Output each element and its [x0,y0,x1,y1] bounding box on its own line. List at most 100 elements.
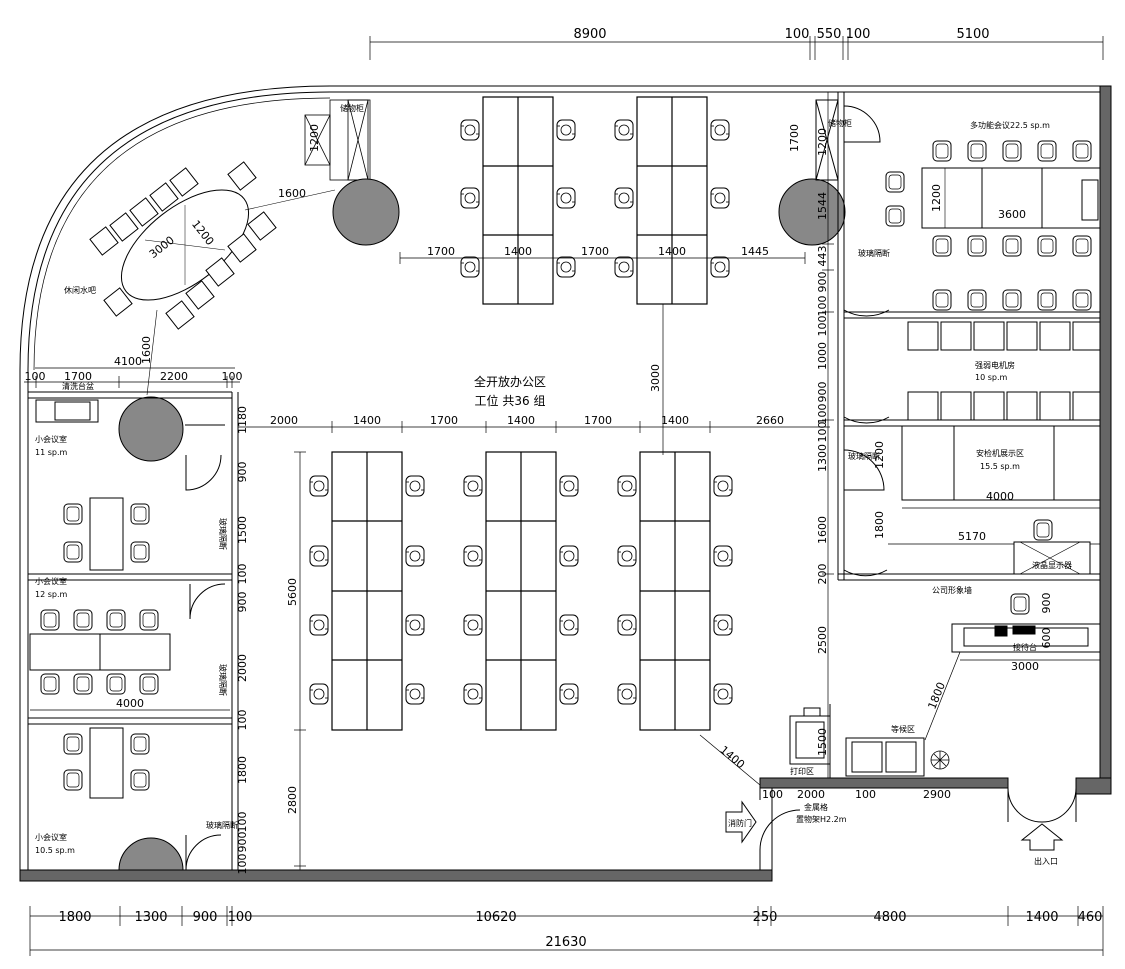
print-label: 打印区 [790,766,814,776]
lounge-dim-2: 1600 [140,336,153,364]
left-dim-top [24,376,240,388]
svg-text:200: 200 [816,564,829,585]
glass-label-1: 玻璃隔断 [218,518,228,550]
left-dim-1: 100 [25,370,46,383]
svg-text:1180: 1180 [236,406,249,434]
right-side-dims [822,92,834,778]
top-dim-2: 100 [785,27,810,42]
upper-dim-4: 1400 [658,245,686,258]
room2-area: 12 sp.m [35,590,68,599]
bottom-dimension-lines [29,906,1104,956]
display-area-size: 15.5 sp.m [980,462,1020,471]
bottom-dim-2: 1300 [134,910,167,925]
svg-text:900: 900 [236,832,249,853]
shelf-dim-3: 100 [855,788,876,801]
svg-text:100: 100 [236,710,249,731]
printer-icon [789,704,831,778]
glass-label-2: 玻璃隔断 [218,664,228,696]
svg-text:1700: 1700 [788,124,801,152]
glass-label-right-2: 玻璃隔断 [848,451,880,461]
upper-dim-1: 1700 [427,245,455,258]
room2-name: 小会议室 [35,576,67,586]
top-dim-3: 550 [817,27,842,42]
svg-text:1200: 1200 [816,128,829,156]
svg-text:2000: 2000 [236,654,249,682]
reception-dim-1: 900 [1040,593,1053,614]
main-workstations [331,451,711,731]
room3-name: 小会议室 [35,832,67,842]
bottom-dim-5: 10620 [475,910,516,925]
lower-vertical-dim: 2800 [286,786,299,814]
bottom-dim-8: 1400 [1025,910,1058,925]
sink-label: 清洗台盆 [62,381,94,391]
reception-dim-2: 600 [1040,628,1053,649]
bottom-dim-9: 460 [1078,910,1103,925]
svg-text:100: 100 [236,564,249,585]
entry-diag-line [699,734,761,786]
reception-name: 接待台 [1013,642,1037,652]
walls [19,85,1112,882]
glass-label-3: 玻璃隔断 [206,820,238,830]
room3-area: 10.5 sp.m [35,846,75,855]
svg-text:100: 100 [816,404,829,425]
cabinet-label-left: 储物柜 [340,103,364,113]
mid-dim-1: 2000 [270,414,298,427]
display-dim-1: 1200 [873,441,886,469]
main-vertical-dimension [294,451,306,870]
lounge-label: 休闲水吧 [64,285,96,295]
reception-desk [924,623,1101,741]
desk-vertical-dim: 5600 [286,578,299,606]
open-office-subtitle: 工位 共36 组 [475,393,546,408]
svg-text:1500: 1500 [236,516,249,544]
display-name: 安检机展示区 [976,448,1024,458]
fire-door-label: 消防门 [728,818,752,828]
upper-dim-3: 1700 [581,245,609,258]
svg-text:1600: 1600 [816,516,829,544]
electric-room-area: 10 sp.m [975,373,1008,382]
shelf-dim-2: 2000 [797,788,825,801]
left-dim-2: 1700 [64,370,92,383]
left-side-dims: 1180 900 1500 100 900 2000 100 1800 100 … [236,406,249,875]
waiting-label: 等候区 [891,724,915,734]
mid-dim-6: 1400 [661,414,689,427]
svg-text:900: 900 [236,462,249,483]
svg-text:100: 100 [816,422,829,443]
room3-furniture [63,727,150,799]
electric-room-name: 强弱电机房 [975,360,1015,370]
svg-text:100: 100 [236,812,249,833]
room1-area: 11 sp.m [35,448,68,457]
upper-dim-5: 1445 [741,245,769,258]
left-dim-4: 100 [222,370,243,383]
display-area [888,425,1101,575]
top-dimension-line [369,36,1104,60]
cabinet-dim-left: 1200 [308,124,321,152]
room1-name: 小会议室 [35,434,67,444]
display-dim-4: 5170 [958,530,986,543]
electric-room-racks [907,321,1101,421]
mid-dim-7: 2660 [756,414,784,427]
total-dim: 21630 [545,935,586,950]
entry-diag-dim: 1400 [717,743,747,771]
bottom-dim-6: 250 [753,910,778,925]
upper-workstations [482,96,708,305]
bottom-dim-7: 4800 [873,910,906,925]
room2-furniture [29,609,230,711]
bottom-dim-4: 100 [228,910,253,925]
reception-chair [1010,593,1030,615]
mid-dim-5: 1700 [584,414,612,427]
display-dim-2: 4000 [986,490,1014,503]
svg-text:100: 100 [236,854,249,875]
middle-row-dimension [238,421,830,433]
top-dim-4: 100 [846,27,871,42]
screen-label: 液晶显示器 [1032,560,1072,570]
upper-dim-2: 1400 [504,245,532,258]
meeting-name: 多功能会议22.5 sp.m [970,120,1050,130]
svg-text:900: 900 [816,382,829,403]
entry-door [1007,787,1077,851]
reception-width: 3000 [1011,660,1039,673]
top-dim-1: 8900 [573,27,606,42]
room2-table-dim: 4000 [116,697,144,710]
columns [118,178,846,871]
cabinet-label-right: 储物柜 [828,118,852,128]
